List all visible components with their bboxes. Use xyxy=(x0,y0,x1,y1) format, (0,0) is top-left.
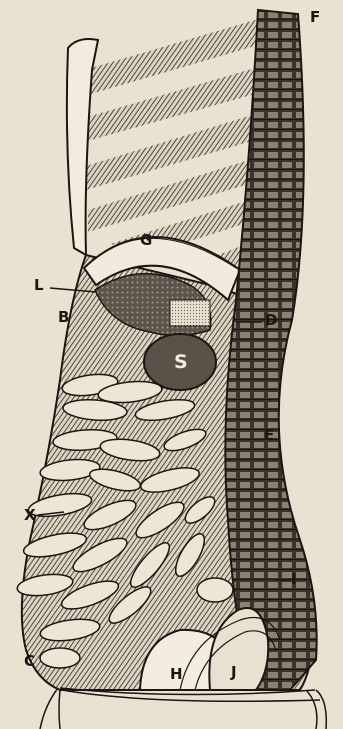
intestine-loop xyxy=(40,648,80,668)
label-i: I xyxy=(291,572,297,587)
label-x: X xyxy=(24,508,36,523)
label-e: E xyxy=(264,428,274,443)
label-s: S xyxy=(174,353,188,372)
label-c: C xyxy=(24,654,35,669)
label-j: J xyxy=(231,665,237,680)
label-g: G xyxy=(140,233,152,248)
pelvic-lines xyxy=(40,688,326,729)
gallbladder xyxy=(170,300,210,326)
label-h: H xyxy=(170,667,183,682)
intestine-loop xyxy=(197,578,233,602)
label-b: B xyxy=(58,310,69,325)
label-l: L xyxy=(34,278,44,293)
label-f: F xyxy=(310,10,320,25)
label-d: D xyxy=(265,313,277,328)
